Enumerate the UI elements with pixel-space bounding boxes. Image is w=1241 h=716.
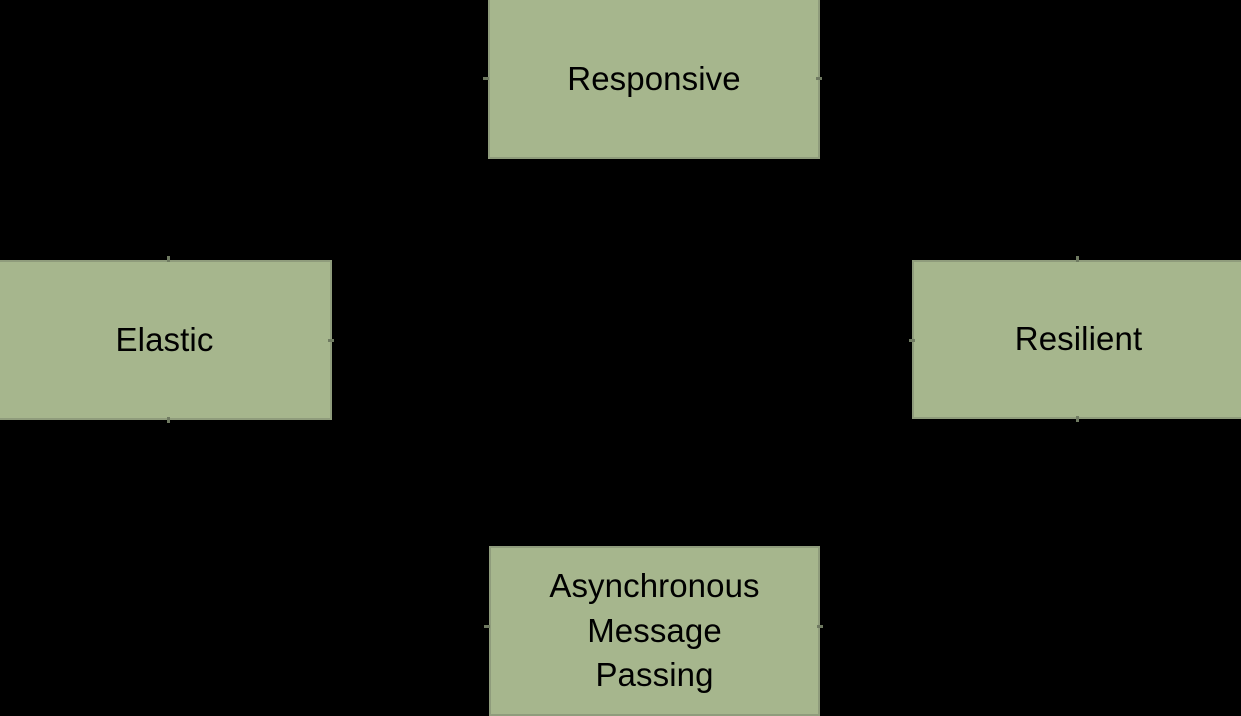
arrowhead-stub-responsive-left <box>483 77 489 80</box>
connector-async-to-elastic <box>330 397 491 621</box>
node-responsive-label: Responsive <box>567 60 741 98</box>
node-responsive[interactable]: Responsive <box>488 0 820 159</box>
node-elastic-label: Elastic <box>115 320 214 358</box>
connector-resilient-to-responsive <box>816 77 914 311</box>
arrowhead-stub-elastic-right <box>328 339 334 342</box>
arrowhead-stub-elastic-bottom <box>167 417 170 423</box>
node-resilient-label: Resilient <box>1014 320 1143 358</box>
connector-elastic-to-responsive <box>330 77 490 311</box>
arrowhead-stub-resilient-top <box>1076 256 1079 262</box>
arrowhead-stub-resilient-bottom <box>1076 416 1079 422</box>
arrowhead-stub-async-right <box>817 625 823 628</box>
arrowhead-stub-async-left <box>484 625 490 628</box>
node-asynchronous-message-passing-label: Asynchronous Message Passing <box>549 567 760 694</box>
arrowhead-stub-responsive-right <box>816 77 822 80</box>
node-elastic[interactable]: Elastic <box>0 260 332 420</box>
connector-async-to-resilient <box>818 397 915 621</box>
arrowhead-stub-resilient-left <box>909 339 915 342</box>
node-resilient[interactable]: Resilient <box>912 260 1241 419</box>
node-asynchronous-message-passing[interactable]: Asynchronous Message Passing <box>489 546 820 716</box>
arrowhead-stub-elastic-top <box>167 256 170 262</box>
